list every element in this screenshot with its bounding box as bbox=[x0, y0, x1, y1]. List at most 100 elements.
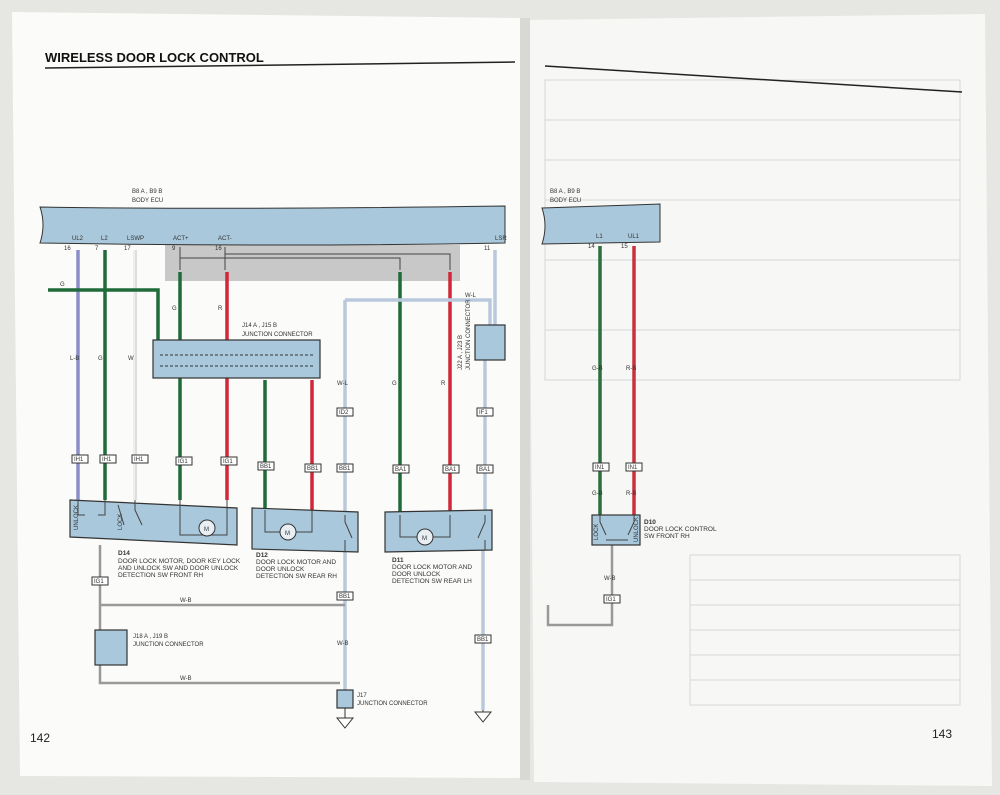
svg-text:15: 15 bbox=[621, 244, 628, 250]
svg-text:IG1: IG1 bbox=[94, 579, 104, 585]
svg-text:L1: L1 bbox=[596, 234, 603, 240]
wire-codes-left: L-B G W G R G G R W-L W-L W-B W-B W-B bbox=[60, 282, 477, 682]
svg-text:W-B: W-B bbox=[180, 598, 192, 604]
svg-text:9: 9 bbox=[172, 246, 176, 252]
svg-text:IH1: IH1 bbox=[102, 457, 112, 463]
svg-text:LOCK: LOCK bbox=[594, 524, 600, 540]
svg-text:IG1: IG1 bbox=[606, 597, 616, 603]
left-page bbox=[12, 12, 524, 778]
svg-text:W-B: W-B bbox=[604, 576, 616, 582]
svg-text:LOCK: LOCK bbox=[118, 514, 124, 530]
svg-text:M: M bbox=[422, 536, 427, 542]
page-title: WIRELESS DOOR LOCK CONTROL bbox=[45, 50, 264, 65]
body-ecu bbox=[39, 205, 506, 246]
svg-text:J17: J17 bbox=[357, 693, 367, 699]
svg-text:IG1: IG1 bbox=[223, 459, 233, 465]
right-body-ecu bbox=[541, 203, 661, 245]
svg-text:BA1: BA1 bbox=[395, 467, 407, 473]
svg-text:11: 11 bbox=[484, 246, 491, 252]
svg-text:DETECTION SW REAR RH: DETECTION SW REAR RH bbox=[256, 573, 337, 580]
svg-text:LSR: LSR bbox=[495, 236, 507, 242]
svg-text:ID2: ID2 bbox=[339, 410, 349, 416]
junction1-ref: J14 A , J15 B bbox=[242, 323, 277, 329]
svg-text:17: 17 bbox=[124, 246, 131, 252]
svg-text:UL2: UL2 bbox=[72, 236, 84, 242]
svg-text:IH1: IH1 bbox=[74, 457, 84, 463]
svg-text:DOOR UNLOCK: DOOR UNLOCK bbox=[392, 571, 441, 578]
component-d10: LOCK UNLOCK D10 DOOR LOCK CONTROL SW FRO… bbox=[591, 514, 717, 546]
ecu-label: BODY ECU bbox=[132, 198, 163, 204]
internal-junction-area bbox=[165, 245, 460, 281]
svg-text:D10: D10 bbox=[644, 519, 656, 526]
component-d12: M D12 DOOR LOCK MOTOR AND DOOR UNLOCK DE… bbox=[251, 507, 359, 580]
component-d14: M UNLOCK LOCK D14 DOOR LOCK MOTOR, DOOR … bbox=[69, 499, 241, 579]
ecu-terminals: UL2 L2 LSWP ACT+ ACT- LSR 16 7 17 9 16 1… bbox=[64, 236, 507, 252]
svg-text:BA1: BA1 bbox=[479, 467, 491, 473]
svg-text:W-B: W-B bbox=[337, 641, 349, 647]
title-rule bbox=[44, 61, 516, 69]
svg-text:BB1: BB1 bbox=[477, 637, 489, 643]
ground-icon bbox=[335, 708, 493, 729]
svg-text:L2: L2 bbox=[101, 236, 108, 242]
svg-text:W-B: W-B bbox=[180, 676, 192, 682]
svg-text:BB1: BB1 bbox=[339, 594, 351, 600]
svg-text:IN1: IN1 bbox=[628, 465, 638, 471]
svg-text:UNLOCK: UNLOCK bbox=[634, 517, 640, 542]
page-number-right: 143 bbox=[932, 727, 952, 741]
svg-text:R: R bbox=[441, 381, 446, 387]
svg-text:G-B: G-B bbox=[592, 366, 603, 372]
svg-text:G: G bbox=[392, 381, 397, 387]
svg-text:UNLOCK: UNLOCK bbox=[74, 505, 80, 530]
svg-text:D12: D12 bbox=[256, 552, 268, 559]
svg-text:L-B: L-B bbox=[70, 356, 79, 362]
svg-text:BB1: BB1 bbox=[339, 466, 351, 472]
svg-text:IF1: IF1 bbox=[479, 410, 488, 416]
svg-text:AND UNLOCK SW AND DOOR UNLOCK: AND UNLOCK SW AND DOOR UNLOCK bbox=[118, 565, 239, 572]
junction-connector-j22 bbox=[474, 324, 506, 361]
svg-text:14: 14 bbox=[588, 244, 595, 250]
junction1-label: JUNCTION CONNECTOR bbox=[242, 332, 313, 338]
svg-text:G: G bbox=[172, 306, 177, 312]
junction-connector-j14 bbox=[152, 339, 321, 379]
svg-text:16: 16 bbox=[215, 246, 222, 252]
ecu-connector-ref: B8 A , B9 B bbox=[132, 189, 162, 195]
component-d11: M D11 DOOR LOCK MOTOR AND DOOR UNLOCK DE… bbox=[384, 509, 493, 585]
svg-text:G: G bbox=[60, 282, 65, 288]
junction-connector-j17 bbox=[336, 689, 354, 709]
junction-connector-j18 bbox=[94, 629, 128, 666]
svg-text:JUNCTION CONNECTOR: JUNCTION CONNECTOR bbox=[357, 701, 428, 707]
svg-text:ACT-: ACT- bbox=[218, 236, 232, 242]
svg-text:IG1: IG1 bbox=[178, 459, 188, 465]
svg-text:J22 A , J23 B: J22 A , J23 B bbox=[458, 335, 464, 370]
svg-text:J18 A , J19 B: J18 A , J19 B bbox=[133, 634, 168, 640]
svg-text:DOOR LOCK MOTOR AND: DOOR LOCK MOTOR AND bbox=[256, 559, 336, 566]
svg-text:SW FRONT RH: SW FRONT RH bbox=[644, 533, 690, 540]
svg-text:BB1: BB1 bbox=[260, 464, 272, 470]
svg-text:R-B: R-B bbox=[626, 491, 636, 497]
svg-text:DOOR UNLOCK: DOOR UNLOCK bbox=[256, 566, 305, 573]
right-ecu-label: BODY ECU bbox=[550, 198, 581, 204]
svg-text:W: W bbox=[128, 356, 134, 362]
internal-bus-lines bbox=[179, 247, 451, 270]
svg-text:G: G bbox=[98, 356, 103, 362]
svg-text:IN1: IN1 bbox=[595, 465, 605, 471]
page-number-left: 142 bbox=[30, 731, 50, 745]
svg-text:M: M bbox=[204, 527, 209, 533]
svg-text:IH1: IH1 bbox=[134, 457, 144, 463]
svg-text:W-L: W-L bbox=[465, 293, 477, 299]
svg-text:R: R bbox=[218, 306, 223, 312]
svg-text:DETECTION SW REAR LH: DETECTION SW REAR LH bbox=[392, 578, 472, 585]
svg-text:R-B: R-B bbox=[626, 366, 636, 372]
inline-connectors: IH1 IH1 IH1 IG1 IG1 BB1 BB1 ID2 BB1 BA1 … bbox=[71, 407, 494, 644]
svg-text:M: M bbox=[285, 531, 290, 537]
right-title-rule bbox=[544, 65, 963, 93]
right-ecu-connector-ref: B8 A , B9 B bbox=[550, 189, 580, 195]
svg-text:7: 7 bbox=[95, 246, 99, 252]
svg-text:DOOR LOCK MOTOR AND: DOOR LOCK MOTOR AND bbox=[392, 564, 472, 571]
svg-text:BA1: BA1 bbox=[445, 467, 457, 473]
svg-text:UL1: UL1 bbox=[628, 234, 640, 240]
svg-text:DETECTION SW FRONT RH: DETECTION SW FRONT RH bbox=[118, 572, 203, 579]
bleed-through-table bbox=[544, 79, 961, 706]
wires-right: G-B R-B G-B R-B W-B IN1 IN1 IG1 bbox=[546, 246, 643, 627]
